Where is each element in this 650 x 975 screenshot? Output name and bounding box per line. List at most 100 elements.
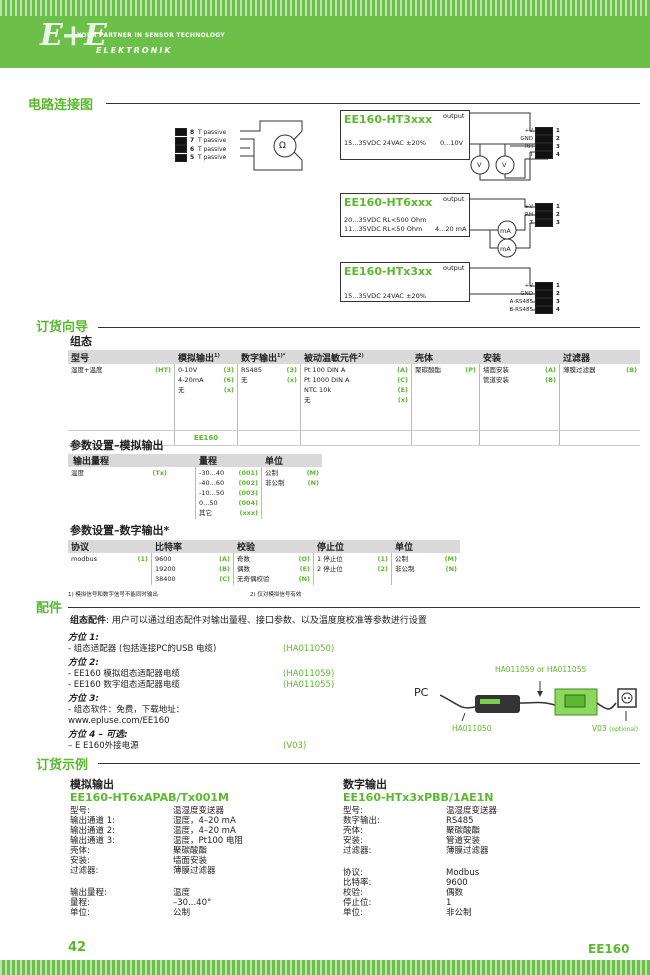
meter-v-2: V (502, 161, 507, 169)
example-key: 输出通道 3: (70, 836, 115, 846)
wiring-box-ht3: EE160-HT3xxx output 15...35VDC 24VAC ±20… (340, 110, 470, 160)
option-row: 薄膜过滤器(B) (563, 365, 637, 375)
example-key: 型号: (70, 806, 90, 816)
option-text: - EE160 模拟组态适配器电缆 (68, 669, 180, 679)
terminal-number: 3 (556, 220, 560, 226)
terminal-number: 2 (556, 291, 560, 297)
hdr-parity: 校验 (237, 543, 256, 553)
option-name: 聚碳酸酯 (415, 366, 441, 374)
option-row: 公制(M) (395, 554, 457, 564)
option-row: Pt 100 DIN A(A) (304, 365, 408, 375)
option-code: (HA011050) (283, 644, 335, 654)
terminal-pin (535, 298, 553, 306)
example-key: 单位: (343, 908, 363, 918)
terminal-number: 4 (556, 152, 560, 158)
analog-param-table: 输出量程 量程 单位 温度(Tx) -30...40(001)-40...60(… (68, 454, 322, 519)
pin-number: 5 (190, 154, 195, 162)
option-name: 1 停止位 (317, 555, 343, 563)
logo: E+E (40, 18, 107, 53)
option-text: – E E160外接电源 (68, 741, 139, 751)
option-text: - EE160 数字组态适配器电缆 (68, 680, 180, 690)
output-label: output (443, 112, 465, 120)
col-digital: RS485(3)无(x) (238, 364, 301, 430)
option-code: (A) (219, 555, 230, 563)
example-spacer (70, 876, 320, 888)
example-row: 过滤器:薄膜过滤器 (343, 846, 593, 856)
pin-number: 6 (190, 145, 195, 153)
option-name: 奇数 (237, 555, 250, 563)
option-name: 19200 (155, 565, 176, 573)
option-code: (1) (377, 555, 388, 563)
col-parity: 奇数 (O) 偶数 (E) 无奇偶校验 (N) (234, 553, 314, 585)
hdr-filter: 过滤器 (563, 353, 591, 364)
option-name: 无 (241, 376, 248, 384)
option-name: 公制 (265, 469, 278, 477)
footer-product: EE160 (588, 942, 630, 956)
accessory-diagram (440, 681, 637, 722)
power-optional: (optional) (609, 726, 639, 733)
option-name: 无奇偶校验 (237, 575, 270, 583)
option-name: -40...60 (199, 479, 225, 487)
example-key: 型号: (343, 806, 363, 816)
pin-label: T passive (198, 128, 227, 136)
hdr-analog: 模拟输出1) (175, 351, 238, 364)
box-title: EE160-HTx3xx (344, 265, 433, 278)
meter-v-1: V (477, 161, 482, 169)
terminal-pin (175, 145, 187, 154)
adapter-label: HA011050 (452, 724, 492, 733)
option-name: 非公制 (395, 565, 415, 573)
sup-3: 2) (358, 352, 364, 359)
option-name: -30...40 (199, 469, 225, 477)
wiring-ht3-lines (470, 112, 548, 181)
option-name: 偶数 (237, 565, 250, 573)
example-row: 数字输出:RS485 (343, 816, 593, 826)
terminal-row: V+1 (524, 127, 560, 135)
terminal-row: T3 (530, 219, 560, 227)
hdr-protocol: 协议 (71, 543, 90, 553)
hdr-model: 型号 (71, 353, 90, 364)
accessories-title: 配件 (36, 601, 63, 616)
col-range-type: 温度(Tx) (68, 467, 196, 519)
hdr-digital: 数字输出1)* (238, 351, 301, 364)
option-code: (N) (298, 575, 310, 583)
example-key: 量程: (70, 898, 90, 908)
config-title: 组态 (70, 335, 92, 348)
terminal-pin (175, 128, 187, 137)
meter-ma-1: mA (500, 227, 511, 235)
option-row: 非公制(N) (395, 564, 457, 574)
terminal-pin (535, 135, 553, 143)
example-key: 输出通道 2: (70, 826, 115, 836)
option-code: (E) (299, 565, 310, 573)
example-row: 安装:管道安装 (343, 836, 593, 846)
example-value: 聚碳酸酯 (446, 826, 481, 836)
supply-label: 15...35VDC 24VAC ±20% (344, 292, 426, 300)
example-key: 停止位: (343, 898, 372, 908)
example-value: Modbus (446, 868, 480, 878)
option-row: 0-10V(3) (178, 365, 234, 375)
option-row: RS485(3) (241, 365, 297, 375)
example-key: 安装: (343, 836, 363, 846)
example-row: 壳体:聚碳酸酯 (343, 826, 593, 836)
example-value: 湿度，4–20 mA (173, 816, 236, 826)
option-name: RS485 (241, 366, 263, 374)
option-code: (C) (219, 575, 230, 583)
config-table: 型号 模拟输出1) 数字输出1)* 被动温敏元件2) 壳体 安装 过滤器 湿度+… (68, 350, 640, 453)
option-row: 其它(xxx) (199, 508, 258, 518)
example-row: 量程:–30...40° (70, 898, 320, 908)
option-code: (O) (298, 555, 310, 563)
range-type-code: (Tx) (152, 469, 167, 477)
option-row: -40...60(002) (199, 478, 258, 488)
example-row: 单位:非公制 (343, 908, 593, 918)
example-key: 安装: (70, 856, 90, 866)
option-line: - 组态软件：免费，下载地址： www.epluse.com/EE160 (68, 705, 358, 727)
hdr-housing: 壳体 (415, 353, 434, 364)
protocol-code: (1) (137, 555, 148, 563)
terminal-pin (175, 153, 187, 162)
option-row: NTC 10k(E) (304, 385, 408, 395)
example-row: 输出通道 1:湿度，4–20 mA (70, 816, 320, 826)
